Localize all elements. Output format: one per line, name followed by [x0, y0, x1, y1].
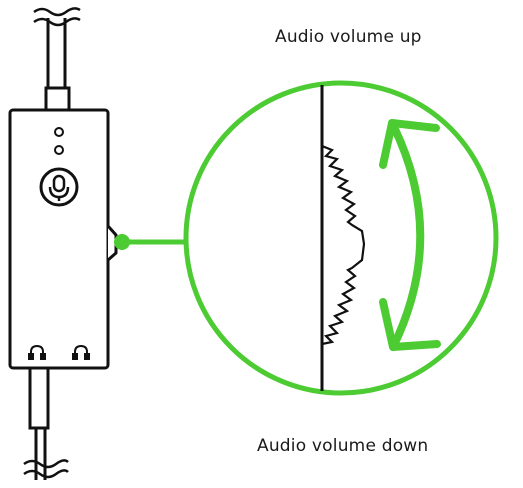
- microphone-icon[interactable]: [39, 167, 79, 207]
- volume-wheel-serrated[interactable]: [321, 144, 366, 346]
- status-led-top: [54, 127, 64, 137]
- top-cable: [33, 7, 81, 88]
- zoom-callout-circle: [183, 80, 499, 396]
- volume-up-label: Audio volume up: [275, 27, 422, 47]
- volume-down-label: Audio volume down: [257, 436, 429, 456]
- top-connector: [44, 86, 71, 112]
- bottom-connector: [28, 366, 50, 430]
- status-led-bottom: [54, 145, 64, 155]
- bottom-cable: [23, 428, 69, 480]
- volume-direction-arrow: [379, 119, 441, 351]
- headphone-jack-icon: [28, 344, 46, 360]
- headphone-jack-icon: [72, 344, 90, 360]
